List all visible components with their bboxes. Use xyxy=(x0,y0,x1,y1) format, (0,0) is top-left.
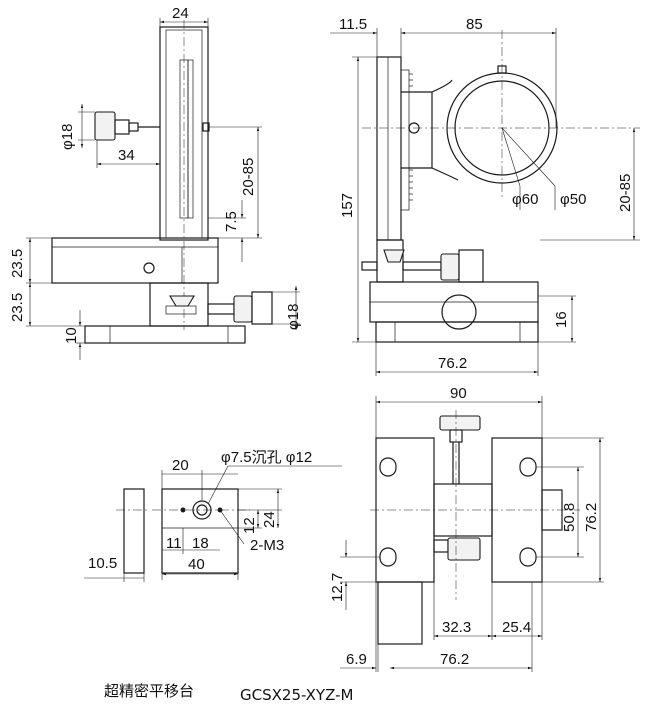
top-view: 90 50.8 76.2 12.7 32.3 25.4 6.9 76.2 xyxy=(329,385,604,672)
dim-76-2-side: 76.2 xyxy=(438,355,467,372)
dim-10-front: 10 xyxy=(63,327,80,344)
dim-counterbore: φ7.5沉孔 φ12 xyxy=(221,449,312,466)
dim-24: 24 xyxy=(172,5,189,22)
plate-right xyxy=(491,437,543,583)
dim-12-7: 12.7 xyxy=(329,573,346,602)
dim-20: 20 xyxy=(172,457,189,474)
ring-arm xyxy=(401,79,459,181)
dim-phi50: φ50 xyxy=(560,191,586,208)
dim-50-8: 50.8 xyxy=(561,503,578,532)
dim-25-4: 25.4 xyxy=(502,619,531,636)
dim-23-5-upper: 23.5 xyxy=(9,249,26,278)
dim-6-9: 6.9 xyxy=(346,651,367,668)
knob-lower xyxy=(233,295,253,323)
dim-phi18-upper: φ18 xyxy=(59,124,76,150)
dim-phi60: φ60 xyxy=(512,191,538,208)
dim-34: 34 xyxy=(118,147,135,164)
bracket-side xyxy=(123,488,145,574)
side-view: 11.5 85 157 20-85 φ60 φ50 16 76.2 xyxy=(330,16,640,376)
dim-11-5: 11.5 xyxy=(339,16,367,33)
caption-model: GCSX25-XYZ-M xyxy=(240,686,353,704)
dim-76-2-top: 76.2 xyxy=(583,503,600,532)
dim-20-85-side: 20-85 xyxy=(617,174,634,212)
bracket-views: 10.5 20 φ7.5沉孔 φ12 12 24 2-M3 11 18 40 xyxy=(84,449,342,582)
dim-23-5-lower: 23.5 xyxy=(9,293,26,322)
dim-90: 90 xyxy=(450,385,467,402)
dim-11: 11 xyxy=(166,535,182,552)
dim-7-5: 7.5 xyxy=(223,211,240,232)
base-plate xyxy=(84,325,246,344)
dim-20-85-front: 20-85 xyxy=(240,158,257,196)
knurl xyxy=(409,73,413,201)
dim-40: 40 xyxy=(188,556,205,573)
upper-block xyxy=(51,237,219,284)
dim-16: 16 xyxy=(553,311,570,328)
dim-32-3: 32.3 xyxy=(442,619,471,636)
dim-18: 18 xyxy=(192,535,209,552)
dim-2-m3: 2-M3 xyxy=(250,537,284,554)
caption-name: 超精密平移台 xyxy=(104,682,194,700)
dim-85: 85 xyxy=(466,16,483,33)
side-knob xyxy=(440,253,460,281)
top-knob xyxy=(439,415,481,431)
dim-157: 157 xyxy=(339,193,356,218)
dim-12: 12 xyxy=(241,517,258,534)
vertical-plate xyxy=(376,56,402,241)
dim-24-bracket: 24 xyxy=(261,511,278,528)
front-view: 24 φ18 34 20-85 7.5 23.5 23.5 10 φ18 xyxy=(9,5,302,360)
dim-phi18-lower: φ18 xyxy=(285,304,302,330)
dim-10-5: 10.5 xyxy=(88,555,117,572)
dim-76-2-base: 76.2 xyxy=(440,651,469,668)
knob-upper xyxy=(94,111,116,141)
